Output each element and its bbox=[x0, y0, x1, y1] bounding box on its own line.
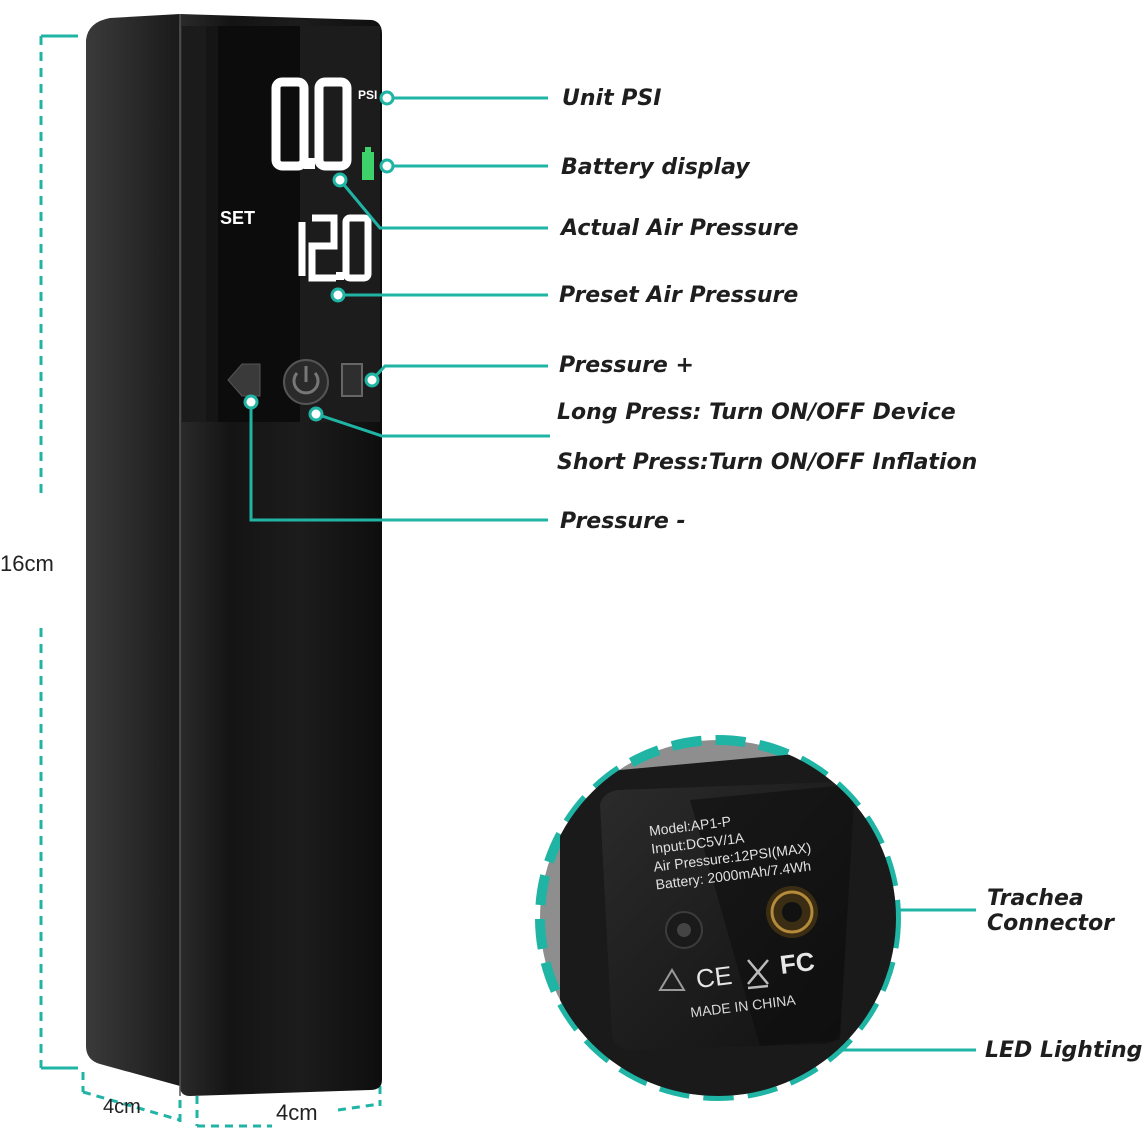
fc-mark: FC bbox=[778, 946, 817, 981]
callout-pressure-minus: Pressure - bbox=[560, 509, 686, 534]
callout-unit-psi: Unit PSI bbox=[562, 86, 662, 111]
ce-mark: CE bbox=[694, 959, 734, 995]
callout-trachea-line2: Connector bbox=[987, 911, 1115, 936]
height-dimension: 16cm bbox=[0, 551, 54, 576]
power-icon bbox=[283, 359, 329, 405]
callout-long-press: Long Press: Turn ON/OFF Device bbox=[557, 400, 956, 425]
plus-button bbox=[341, 363, 363, 397]
decimal-point bbox=[304, 158, 315, 169]
unit-psi-display: PSI bbox=[358, 88, 378, 102]
callout-battery-display: Battery display bbox=[561, 155, 750, 180]
depth-dimension: 4cm bbox=[103, 1096, 141, 1118]
callout-short-press: Short Press:Turn ON/OFF Inflation bbox=[557, 450, 978, 475]
height-dimension-line bbox=[39, 34, 78, 1070]
callout-led-lighting: LED Lighting bbox=[985, 1038, 1142, 1063]
callout-actual-air-pressure: Actual Air Pressure bbox=[561, 216, 799, 241]
preset-pressure-digits bbox=[298, 214, 372, 282]
recycle-icon bbox=[658, 968, 686, 991]
actual-pressure-digits bbox=[271, 77, 352, 171]
battery-icon bbox=[362, 147, 374, 180]
width-dimension-lines bbox=[81, 1072, 382, 1128]
callout-preset-air-pressure: Preset Air Pressure bbox=[559, 283, 799, 308]
triangle-left-icon bbox=[227, 363, 261, 397]
bottom-inset bbox=[535, 735, 901, 1101]
callout-pressure-plus: Pressure + bbox=[559, 353, 694, 378]
callout-trachea-line1: Trachea bbox=[987, 886, 1084, 911]
weee-bin-icon bbox=[747, 959, 769, 990]
set-label: SET bbox=[220, 208, 256, 228]
width-dimension: 4cm bbox=[276, 1100, 318, 1125]
